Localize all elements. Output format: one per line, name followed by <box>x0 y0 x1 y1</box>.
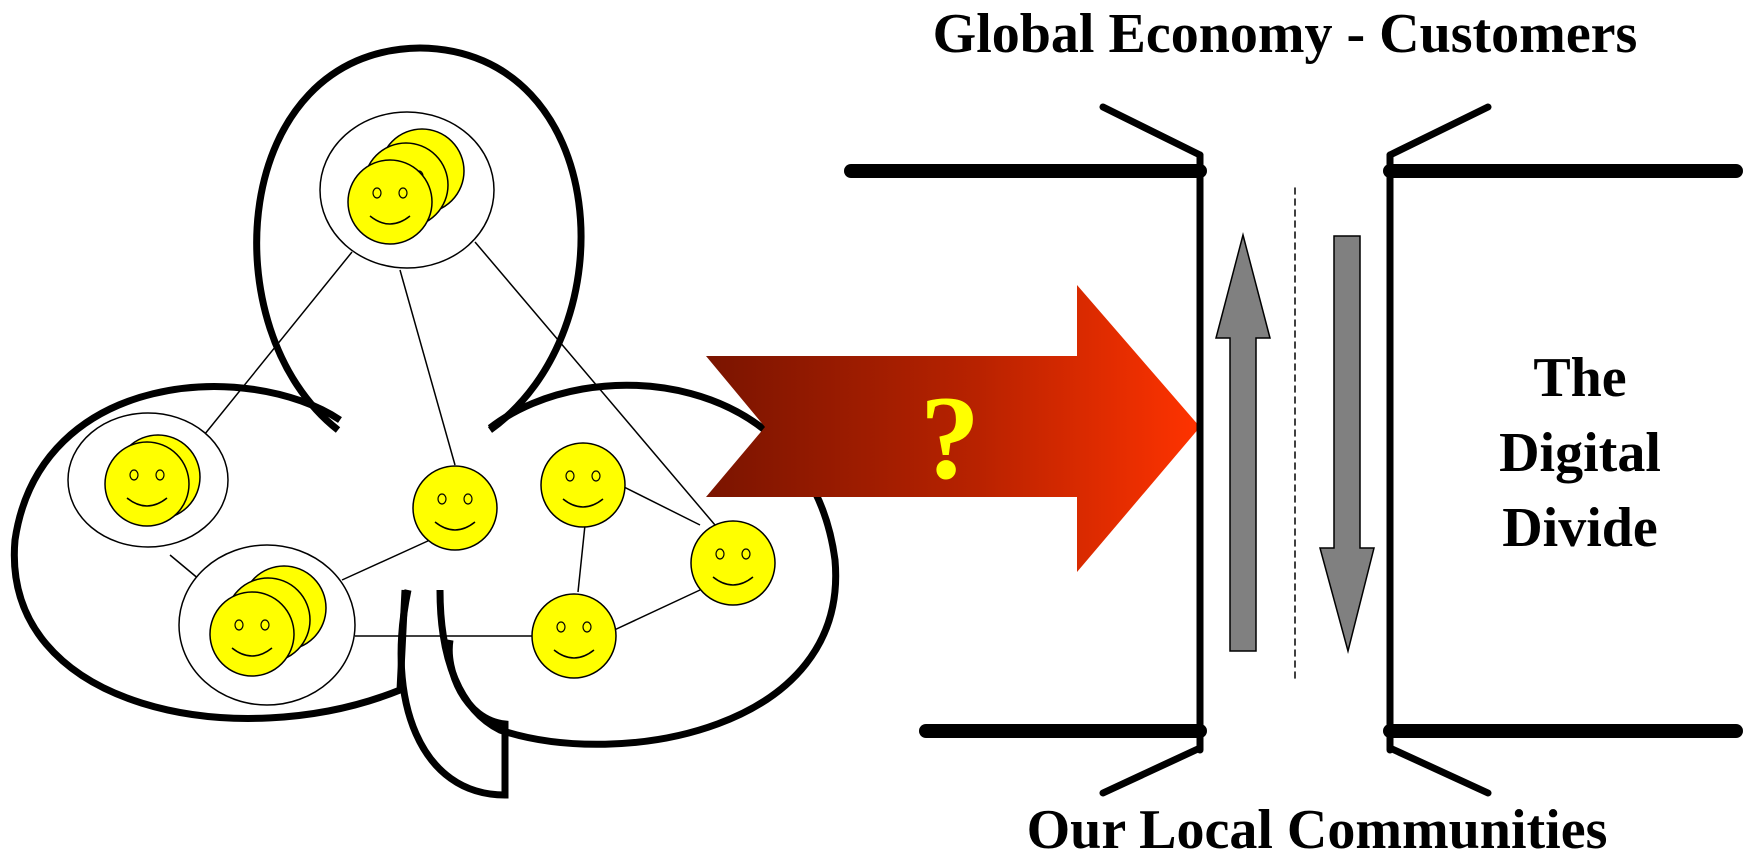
group-bottom-left <box>178 544 356 706</box>
clover-left-leaf <box>10 383 409 722</box>
flow-arrow-down <box>1319 235 1375 654</box>
smiley-face-icon <box>540 442 626 528</box>
clover-top-leaf <box>253 44 585 433</box>
network-links <box>169 241 716 637</box>
person-center <box>412 465 498 551</box>
group-left <box>67 412 229 548</box>
person-bottom <box>531 593 617 679</box>
flow-arrow-up <box>1215 232 1271 652</box>
smiley-face-icon <box>412 465 498 551</box>
top-title: Global Economy - Customers <box>933 3 1638 65</box>
person-upper-right <box>540 442 626 528</box>
big-arrow: ? <box>706 285 1200 572</box>
smiley-face-icon <box>531 593 617 679</box>
group-top <box>319 111 495 269</box>
person-far-right <box>690 520 776 606</box>
divide-label-digital: Digital <box>1499 422 1661 484</box>
question-mark: ? <box>920 371 980 504</box>
divide-label-divide: Divide <box>1502 497 1658 559</box>
community-clover <box>10 44 840 799</box>
smiley-face-icon <box>690 520 776 606</box>
bottom-title: Our Local Communities <box>1027 799 1608 859</box>
divide-structure <box>844 103 1743 797</box>
divide-label-the: The <box>1533 347 1626 409</box>
clover-stem <box>397 589 509 799</box>
